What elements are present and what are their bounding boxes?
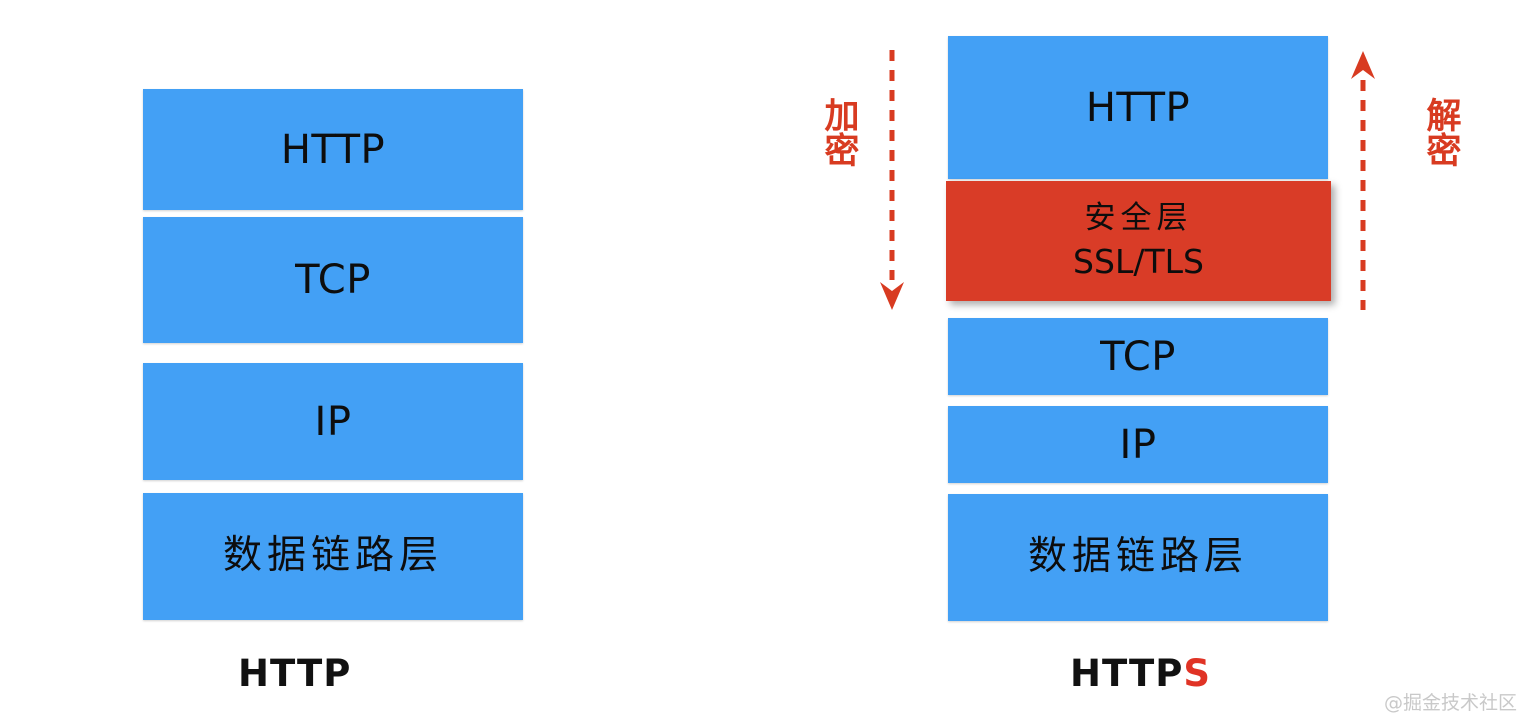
http-stack-layer-data-link: 数据链路层 (143, 493, 523, 620)
http-stack-layer-ip: IP (143, 363, 523, 480)
https-stack-layer-http: HTTP (948, 36, 1328, 179)
decrypt-label-text: 解密 (1420, 97, 1461, 167)
layer-label-cjk: 安全层 (1084, 200, 1193, 237)
https-stack-caption: HTTPS (1070, 652, 1211, 695)
layer-label: IP (314, 398, 352, 445)
http-stack-layer-http: HTTP (143, 89, 523, 210)
https-caption-accent: S (1183, 652, 1212, 695)
https-stack-layer-data-link: 数据链路层 (948, 494, 1328, 621)
layer-sublabel: SSL/TLS (1073, 241, 1204, 281)
encrypt-arrow-down-icon (872, 48, 912, 314)
https-stack-layer-tcp: TCP (948, 318, 1328, 395)
layer-label: HTTP (280, 126, 386, 173)
http-caption-text: HTTP (238, 652, 352, 695)
decrypt-arrow-up-icon (1343, 50, 1383, 312)
decrypt-label: 解密 (1408, 97, 1472, 176)
http-stack-caption: HTTP (238, 652, 351, 695)
http-stack-layer-tcp: TCP (143, 217, 523, 343)
layer-label: 数据链路层 (222, 533, 443, 579)
layer-label: HTTP (1085, 84, 1191, 131)
encrypt-label-text: 加密 (818, 97, 859, 167)
layer-label: 数据链路层 (1027, 534, 1248, 580)
encrypt-label: 加密 (806, 97, 870, 176)
https-caption-text: HTTP (1070, 652, 1184, 695)
layer-label: TCP (295, 257, 371, 303)
layer-label: IP (1119, 421, 1157, 468)
watermark-text: @掘金技术社区 (1384, 692, 1518, 714)
https-stack-layer-ip: IP (948, 406, 1328, 483)
layer-label: TCP (1100, 333, 1176, 380)
http-stack: HTTP TCP IP 数据链路层 (143, 89, 523, 620)
https-stack: HTTP 安全层 SSL/TLS TCP IP 数据链路层 (946, 36, 1331, 621)
https-stack-layer-security: 安全层 SSL/TLS (946, 181, 1331, 301)
watermark: @掘金技术社区 (1384, 688, 1517, 715)
